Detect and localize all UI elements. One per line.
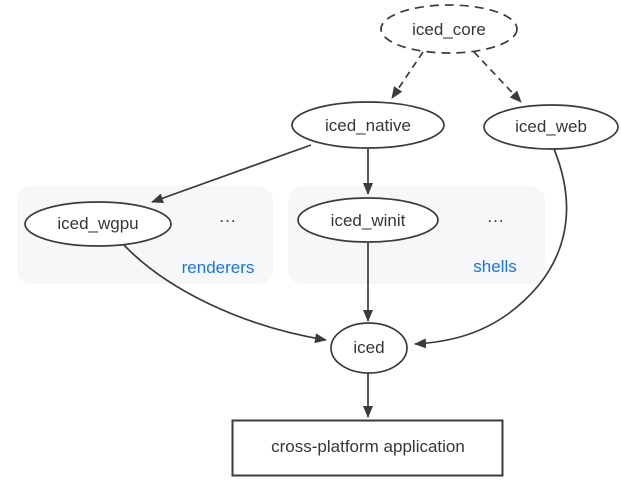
node-iced-native-label: iced_native: [324, 116, 412, 135]
node-iced-wgpu-shape: [24, 201, 172, 247]
group-renderers-label: renderers: [181, 258, 255, 277]
node-app-label: cross-platform application: [271, 437, 465, 456]
node-iced-core-label: iced_core: [412, 20, 486, 39]
edge-iced-core-to-iced-web: [473, 51, 522, 103]
node-iced-label: iced: [353, 338, 385, 357]
node-iced-native-shape: [291, 101, 445, 149]
edge-iced-native-to-iced-wgpu: [151, 144, 312, 203]
node-iced-wgpu-label: iced_wgpu: [57, 214, 139, 233]
node-iced-winit-shape: [297, 197, 439, 243]
shells-ellipsis: ...: [487, 207, 505, 226]
node-iced-winit-label: iced_winit: [330, 211, 406, 230]
renderers-ellipsis: ...: [219, 207, 237, 226]
node-iced-web-shape: [483, 104, 619, 150]
edge-iced-core-to-iced-native: [391, 51, 424, 99]
node-iced-web-label: iced_web: [515, 117, 587, 136]
node-iced-core-shape: [380, 4, 518, 54]
node-iced-shape: [330, 322, 408, 374]
edge-iced-wgpu-to-iced: [123, 244, 327, 344]
group-shells-label: shells: [473, 257, 517, 276]
edge-iced-web-to-iced: [414, 148, 568, 349]
node-app-shape: [231, 419, 504, 477]
